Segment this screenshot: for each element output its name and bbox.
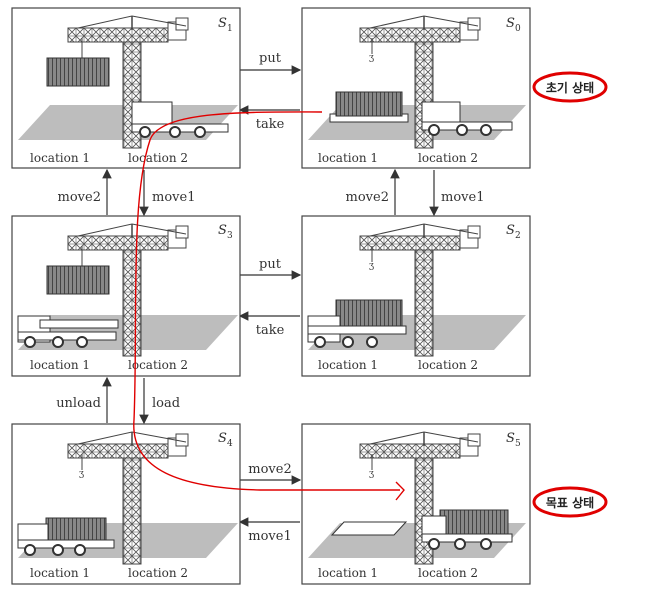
state-subscript: 1 — [227, 24, 233, 34]
truck-icon — [17, 517, 115, 556]
svg-text:ʒ: ʒ — [369, 469, 374, 479]
label-load: load — [152, 396, 180, 411]
state-subscript: 0 — [515, 24, 521, 34]
state-s4: ʒ S 4 location 1 location 2 — [11, 423, 241, 585]
state-label: S — [506, 223, 515, 238]
goal-state-circle — [532, 486, 608, 518]
initial-state-label: 초기 상태 — [546, 80, 594, 95]
svg-text:ʒ: ʒ — [369, 261, 374, 271]
container-icon — [46, 57, 110, 87]
state-label: S — [218, 431, 227, 446]
location-2-label: location 2 — [418, 566, 478, 580]
container-icon — [335, 91, 403, 117]
state-s1: S 1 location 1 location 2 — [11, 7, 241, 169]
label-move2-left: move2 — [58, 190, 101, 205]
truck-icon — [17, 315, 119, 348]
state-label: S — [506, 431, 515, 446]
location-1-label: location 1 — [318, 358, 378, 372]
location-2-label: location 2 — [128, 358, 188, 372]
location-1-label: location 1 — [30, 151, 90, 165]
initial-state-circle — [532, 71, 608, 103]
label-move2-bottom: move2 — [248, 462, 291, 477]
container-icon — [46, 265, 110, 295]
location-1-label: location 1 — [318, 151, 378, 165]
label-move1-right: move1 — [441, 190, 484, 205]
location-1-label: location 1 — [30, 358, 90, 372]
label-unload: unload — [56, 396, 101, 411]
state-subscript: 5 — [515, 439, 521, 449]
state-s3: S 3 location 1 location 2 — [11, 215, 241, 377]
location-2-label: location 2 — [128, 566, 188, 580]
state-label: S — [218, 16, 227, 31]
empty-pallet — [330, 521, 408, 536]
transition-arrows — [102, 65, 439, 527]
location-2-label: location 2 — [128, 151, 188, 165]
red-annotations: 초기 상태 목표 상태 — [133, 71, 608, 518]
label-take-top: take — [256, 117, 285, 132]
location-1-label: location 1 — [318, 566, 378, 580]
label-move2-right: move2 — [346, 190, 389, 205]
container-icon — [335, 299, 403, 327]
goal-state-label: 목표 상태 — [546, 495, 594, 510]
state-subscript: 4 — [227, 439, 233, 449]
state-s0: ʒ S 0 location 1 location 2 — [301, 7, 531, 169]
label-move1-left: move1 — [152, 190, 195, 205]
solution-path-line — [133, 111, 400, 491]
state-subscript: 2 — [515, 231, 521, 241]
truck-icon — [307, 299, 407, 348]
state-subscript: 3 — [227, 231, 233, 241]
action-labels: put take move2 move1 move2 move1 put tak… — [56, 51, 484, 544]
location-2-label: location 2 — [418, 358, 478, 372]
truck-icon — [131, 101, 229, 138]
location-2-label: location 2 — [418, 151, 478, 165]
truck-icon — [421, 101, 513, 136]
svg-text:ʒ: ʒ — [79, 469, 84, 479]
state-s5: ʒ S 5 location 1 location 2 — [301, 423, 531, 585]
label-take-mid: take — [256, 323, 285, 338]
label-put-mid: put — [259, 257, 282, 272]
state-label: S — [218, 223, 227, 238]
solution-path-arrowhead — [395, 481, 405, 501]
truck-icon — [421, 509, 513, 550]
label-put-top: put — [259, 51, 282, 66]
location-1-label: location 1 — [30, 566, 90, 580]
container-icon — [439, 509, 509, 537]
svg-text:ʒ: ʒ — [369, 53, 374, 63]
label-move1-bottom: move1 — [248, 529, 291, 544]
state-label: S — [506, 16, 515, 31]
state-s2: ʒ S 2 location 1 location 2 — [301, 215, 531, 377]
